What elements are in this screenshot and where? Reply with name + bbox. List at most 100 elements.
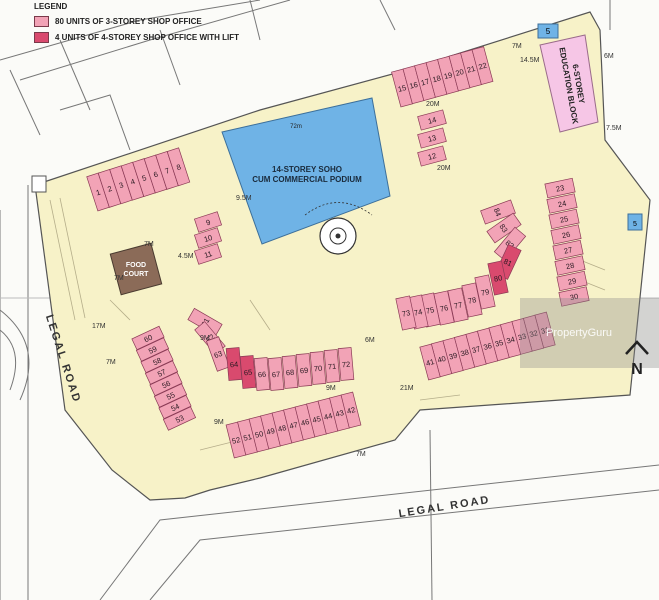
unit-number: 11 — [203, 249, 213, 260]
small-annex-right — [627, 213, 643, 231]
road-label-bottom: LEGAL ROAD — [398, 494, 491, 520]
unit-number: 55 — [165, 390, 176, 402]
watermark: PropertyGuru — [546, 327, 613, 339]
unit-number: 31 — [540, 325, 550, 336]
unit-number: 73 — [401, 308, 411, 319]
unit-66: 66 — [253, 357, 271, 391]
unit-13: 13 — [417, 127, 447, 149]
unit-78: 78 — [461, 282, 483, 318]
legend-label-4-storey: 4 UNITS OF 4-STOREY SHOP OFFICE WITH LIF… — [55, 33, 240, 42]
unit-number: 16 — [408, 80, 418, 91]
unit-65: 65 — [239, 355, 257, 389]
small-annex-right-number: 5 — [633, 221, 637, 228]
setback-label: 9M — [326, 385, 336, 392]
unit-number: 54 — [170, 402, 181, 414]
roundabout — [304, 202, 373, 255]
unit-number: 66 — [257, 370, 266, 380]
unit-number: 2 — [106, 184, 113, 194]
unit-number: 72 — [341, 360, 350, 370]
unit-number: 15 — [397, 83, 407, 94]
unit-11: 11 — [193, 243, 223, 265]
setback-label: 20M — [426, 101, 440, 108]
unit-24: 24 — [546, 193, 578, 214]
setback-labels: 7M14.5M6M7.5M9.5M7M7M17M9M7M21M9M7M6M9M4… — [92, 43, 622, 458]
unit-14: 14 — [417, 109, 447, 131]
legend-title: LEGEND — [34, 2, 68, 11]
unit-number: 13 — [427, 133, 437, 144]
unit-number: 36 — [482, 341, 492, 352]
setback-label: 7M — [512, 43, 522, 50]
unit-number: 12 — [427, 151, 437, 162]
unit-number: 34 — [505, 335, 515, 346]
soho-title-line1: 14-STOREY SOHO — [272, 165, 342, 174]
unit-number: 29 — [567, 276, 577, 287]
unit-number: 78 — [467, 295, 477, 306]
unit-number: 84 — [492, 207, 503, 218]
setback-label: 7M — [356, 451, 366, 458]
setback-label: 9M — [200, 335, 210, 342]
unit-number: 26 — [561, 230, 571, 241]
unit-30: 30 — [558, 286, 590, 307]
unit-12: 12 — [417, 145, 447, 167]
unit-number: 50 — [254, 429, 264, 440]
unit-number: 30 — [569, 292, 579, 303]
unit-number: 52 — [231, 435, 241, 446]
unit-number: 59 — [147, 344, 158, 356]
unit-10: 10 — [193, 227, 223, 249]
food-court — [109, 242, 163, 296]
unit-number: 77 — [453, 300, 463, 311]
setback-label: 9.5M — [236, 195, 252, 202]
unit-72: 72 — [337, 347, 355, 381]
svg-text:N: N — [631, 361, 643, 378]
unit-number: 17 — [420, 77, 430, 88]
unit-number: 79 — [480, 287, 490, 298]
unit-23: 23 — [544, 177, 576, 199]
setback-label: 9M — [214, 419, 224, 426]
unit-number: 68 — [285, 368, 294, 378]
unit-number: 44 — [323, 411, 333, 422]
unit-number: 23 — [555, 183, 565, 194]
unit-number: 38 — [459, 347, 469, 358]
legend-label-3-storey: 80 UNITS OF 3-STOREY SHOP OFFICE — [55, 17, 202, 26]
unit-70: 70 — [309, 351, 327, 385]
setback-label: 21M — [400, 385, 414, 392]
unit-number: 56 — [161, 379, 172, 391]
watermark-background — [520, 298, 659, 368]
unit-67: 67 — [267, 357, 285, 391]
unit-number: 4 — [129, 177, 136, 187]
setback-label: 7M — [114, 275, 124, 282]
unit-80: 80 — [487, 260, 509, 296]
unit-28: 28 — [554, 255, 586, 276]
unit-number: 43 — [334, 408, 344, 419]
education-annex — [537, 23, 559, 39]
soho-block — [221, 97, 391, 245]
unit-number: 21 — [466, 64, 476, 75]
unit-84: 84 — [480, 199, 516, 225]
legend: LEGEND 80 UNITS OF 3-STOREY SHOP OFFICE … — [34, 2, 239, 43]
unit-22: 22 — [471, 46, 494, 85]
soho-width-label: 72m — [290, 124, 302, 130]
unit-42: 42 — [340, 391, 362, 429]
unit-number: 63 — [213, 349, 224, 360]
legend-item-3-storey: 80 UNITS OF 3-STOREY SHOP OFFICE — [34, 16, 239, 27]
unit-29: 29 — [556, 270, 588, 292]
unit-number: 37 — [471, 344, 481, 355]
setback-label: 6M — [365, 337, 375, 344]
unit-number: 18 — [431, 73, 441, 84]
education-block — [539, 34, 599, 133]
setback-label: 17M — [92, 323, 106, 330]
unit-number: 5 — [141, 173, 148, 183]
unit-number: 10 — [203, 233, 214, 244]
soho-title-line2: CUM COMMERCIAL PODIUM — [252, 175, 362, 184]
unit-number: 1 — [95, 188, 102, 198]
unit-number: 49 — [265, 426, 275, 437]
unit-number: 47 — [288, 420, 298, 431]
north-arrow-icon: N — [625, 340, 649, 378]
unit-number: 45 — [311, 414, 321, 425]
unit-number: 24 — [557, 199, 567, 210]
unit-number: 32 — [528, 328, 538, 339]
unit-number: 71 — [327, 362, 336, 372]
setback-label: 7.5M — [606, 125, 622, 132]
unit-69: 69 — [295, 353, 313, 387]
